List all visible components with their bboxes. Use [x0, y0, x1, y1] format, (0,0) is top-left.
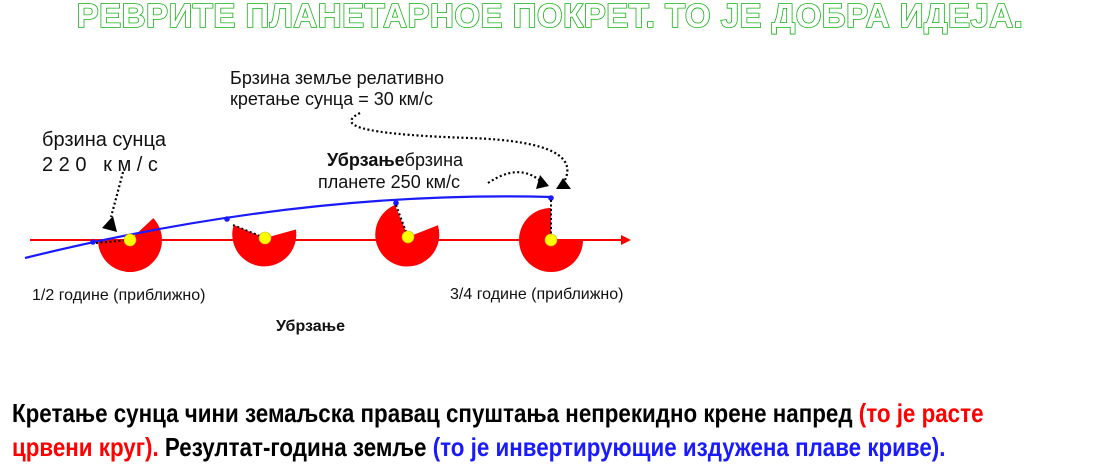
three-quarter-year-label: 3/4 године (приближно) — [450, 286, 623, 303]
earth-point-3 — [393, 200, 399, 206]
orbit-sector-2 — [232, 225, 297, 267]
pointer-planet-speed — [487, 171, 540, 184]
explanation-line1-black: Кретање сунца чини земаљска правац спушт… — [12, 398, 859, 428]
earth-speed-label-line1: Брзина земље релативно — [230, 68, 444, 88]
sun-2 — [258, 231, 272, 245]
planet-speed-bold: Убрзање — [327, 150, 405, 170]
acceleration-label: Убрзање — [276, 318, 345, 335]
planet-speed-label-line2: планете 250 км/с — [318, 172, 460, 192]
planet-speed-rest: брзина — [405, 150, 464, 170]
earth-path-curve — [24, 195, 553, 260]
earth-speed-label-line2: кретање сунца = 30 км/с — [230, 89, 433, 109]
arrowhead-earth-speed — [556, 178, 571, 189]
sun-speed-label-line1: брзина сунца — [42, 129, 167, 151]
pointer-sun-speed — [109, 171, 125, 218]
arrowhead-sun-speed — [102, 216, 117, 232]
explanation-text: Кретање сунца чини земаљска правац спушт… — [12, 396, 984, 464]
earth-point-1 — [90, 239, 96, 245]
page-title: РЕВРИТЕ ПЛАНЕТАРНОЕ ПОКРЕТ. ТО ЈЕ ДОБРА … — [76, 0, 1024, 35]
sun-3 — [401, 230, 415, 244]
arrowhead-planet-speed — [536, 175, 549, 189]
sun-4 — [544, 233, 558, 247]
sun-speed-label-line2: 2 2 0 к м / с — [42, 154, 158, 176]
explanation-line2-red: црвени круг). — [12, 432, 159, 462]
explanation-line2-blue: (то је инвертирующие издужена плаве крив… — [432, 432, 946, 462]
explanation-line-2: црвени круг). Резултат-година земље (то … — [12, 430, 946, 464]
half-year-label: 1/2 године (приближно) — [32, 287, 205, 304]
planet-speed-label-line1: Убрзањебрзина — [327, 150, 464, 170]
earth-point-4 — [548, 195, 554, 201]
explanation-line2-black: Резултат-година земље — [158, 432, 433, 462]
earth-point-2 — [224, 216, 230, 222]
explanation-line-1: Кретање сунца чини земаљска правац спушт… — [12, 396, 984, 430]
explanation-line1-red: (то је расте — [858, 398, 984, 428]
sun-1 — [123, 233, 137, 247]
